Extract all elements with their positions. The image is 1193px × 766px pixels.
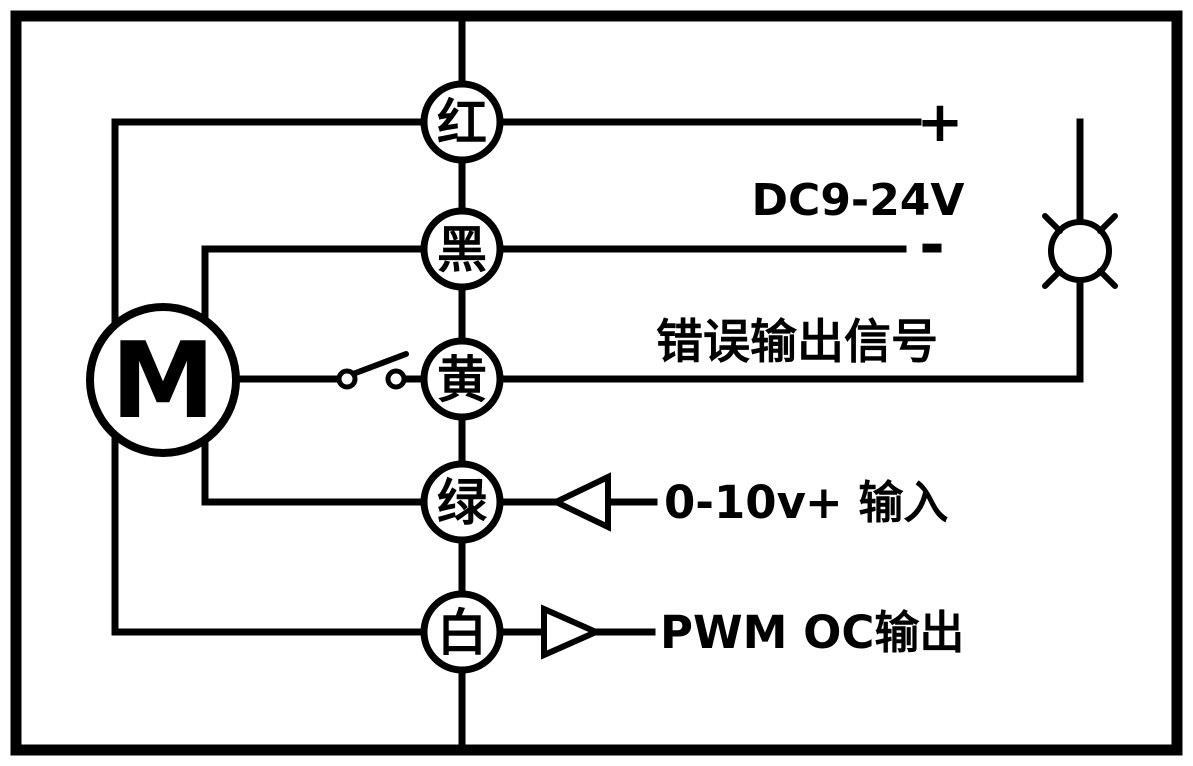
terminal-white-label: 白 bbox=[437, 604, 487, 662]
terminal-red-circle bbox=[420, 80, 504, 164]
switch-contact-right bbox=[385, 368, 407, 390]
error-indicator-circle bbox=[1048, 219, 1112, 283]
switch-lever bbox=[350, 351, 409, 377]
terminal-red: 红 bbox=[420, 80, 504, 164]
pwm-output-label: PWM OC输出 bbox=[660, 606, 964, 659]
analog-input-label: + 输入 bbox=[805, 476, 948, 529]
terminal-white-circle bbox=[420, 590, 504, 674]
motor-circle bbox=[86, 303, 240, 457]
terminal-white: 白 bbox=[420, 590, 504, 674]
switch-symbol bbox=[336, 351, 409, 390]
terminal-red-label: 红 bbox=[437, 94, 487, 152]
error-indicator-tick-sw bbox=[1042, 268, 1063, 289]
terminal-yellow-circle bbox=[420, 337, 504, 421]
error-indicator-tick-nw bbox=[1042, 213, 1063, 234]
terminal-yellow: 黄 bbox=[420, 337, 504, 421]
terminal-black: 黑 bbox=[420, 207, 504, 291]
error-signal-label: 错误输出信号 bbox=[656, 315, 938, 370]
terminal-green: 绿 bbox=[420, 460, 504, 544]
terminal-yellow-label: 黄 bbox=[437, 351, 487, 409]
power-plus-label: + bbox=[917, 90, 964, 155]
power-voltage-label: DC9-24V bbox=[752, 175, 965, 226]
wire-lines bbox=[111, 12, 1084, 754]
error-indicator-symbol bbox=[1042, 213, 1118, 289]
pwm-output-arrow bbox=[541, 604, 604, 660]
analog-range-label: 0-10v bbox=[664, 476, 806, 529]
error-indicator-tick-ne bbox=[1097, 213, 1118, 234]
power-minus-label: - bbox=[919, 208, 945, 281]
analog-input-arrow bbox=[549, 472, 611, 532]
switch-contact-left bbox=[336, 368, 358, 390]
error-indicator-tick-se bbox=[1097, 268, 1118, 289]
motor-label: M bbox=[111, 320, 216, 442]
terminal-green-circle bbox=[420, 460, 504, 544]
terminal-green-label: 绿 bbox=[437, 474, 488, 532]
terminal-black-circle bbox=[420, 207, 504, 291]
terminal-black-label: 黑 bbox=[437, 221, 487, 279]
border-frame bbox=[10, 10, 1183, 756]
motor-symbol: M bbox=[86, 303, 240, 457]
